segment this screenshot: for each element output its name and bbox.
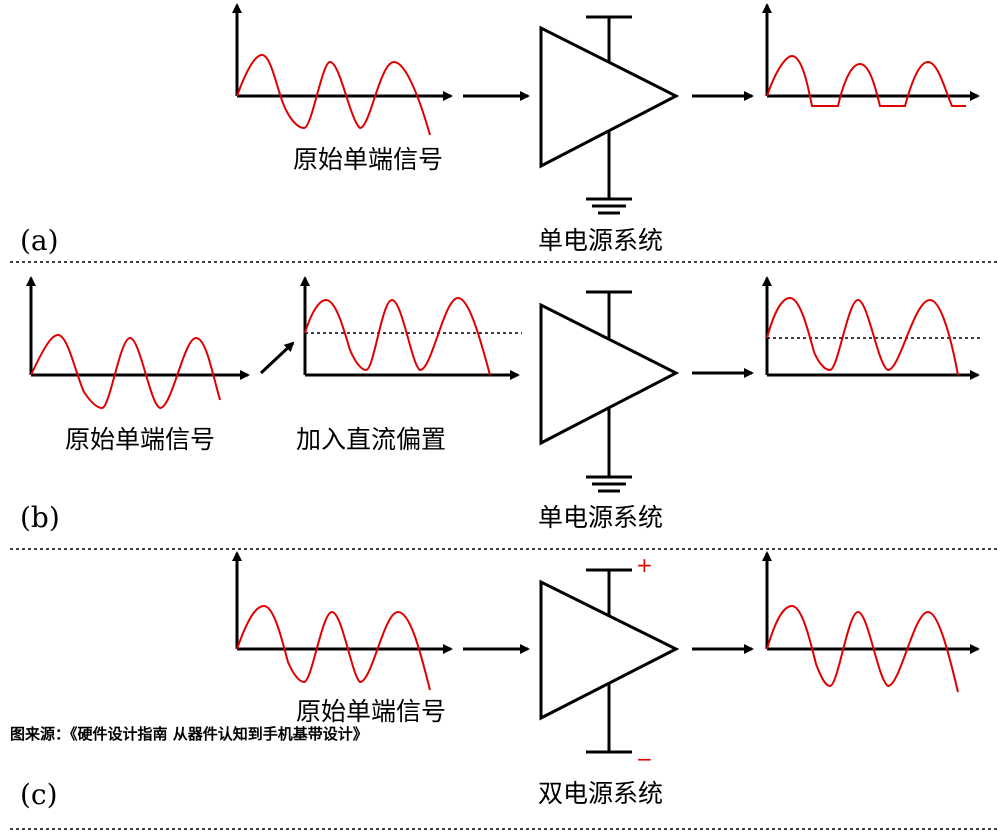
input-caption: 原始单端信号 <box>293 145 443 174</box>
output-sine-wave <box>766 604 959 693</box>
output-axes <box>762 3 980 101</box>
panel-a: 原始单端信号 单电源系统 (a) <box>20 3 980 257</box>
input-axes <box>232 3 453 101</box>
input-caption: 原始单端信号 <box>296 697 446 726</box>
output-axes <box>762 276 980 380</box>
ground-symbol <box>586 475 632 493</box>
system-caption: 双电源系统 <box>538 779 663 808</box>
panel-c: + − 原始单端信号 双电源系统 (c) <box>20 551 980 811</box>
input-sine-wave <box>236 53 431 136</box>
input-sine-wave <box>236 604 431 691</box>
bias-caption: 加入直流偏置 <box>296 425 446 454</box>
biased-sine-wave <box>304 296 491 376</box>
system-caption: 单电源系统 <box>538 226 663 255</box>
negative-supply-sign: − <box>636 747 653 771</box>
panel-label: (c) <box>20 778 58 811</box>
arrow-to-bias <box>259 341 295 375</box>
system-caption: 单电源系统 <box>538 503 663 532</box>
panel-label: (a) <box>20 224 59 257</box>
output-axes <box>762 551 980 654</box>
amplifier-triangle <box>539 290 680 476</box>
source-note: 图来源：《硬件设计指南 从器件认知到手机基带设计》 <box>10 725 368 743</box>
input-axes <box>26 276 250 380</box>
panel-label: (b) <box>20 501 60 534</box>
positive-supply-sign: + <box>636 553 653 577</box>
input-sine-wave <box>30 333 221 410</box>
bias-axes <box>300 276 520 380</box>
output-clipped-wave <box>766 54 966 107</box>
amplifier-triangle <box>539 15 680 198</box>
output-biased-wave <box>766 296 959 376</box>
ground-symbol <box>586 197 632 215</box>
panel-b: 原始单端信号 加入直流偏置 单电源系统 (b) <box>20 276 982 534</box>
amplifier-triangle <box>539 568 680 754</box>
input-axes <box>232 551 453 654</box>
input-caption: 原始单端信号 <box>65 425 215 454</box>
